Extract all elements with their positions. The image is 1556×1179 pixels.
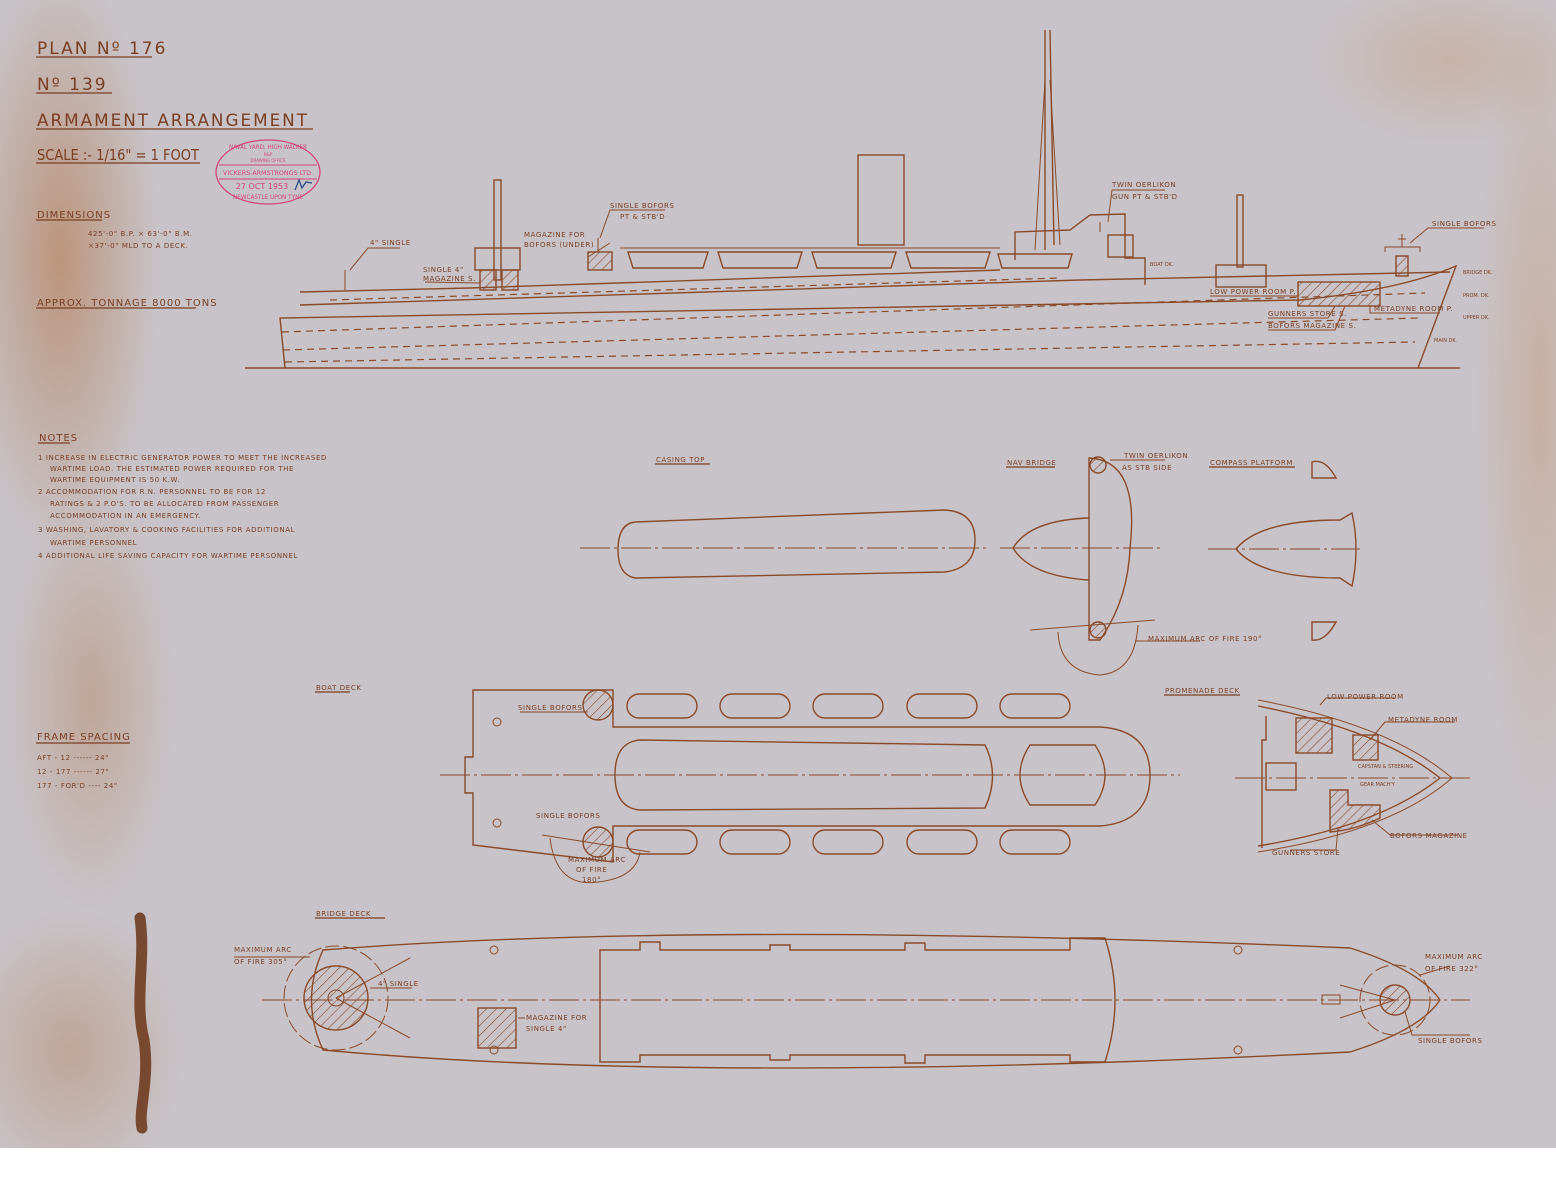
boat-deck-plan: BOAT DECK SINGLE BOFORS SINGLE BOFORS (315, 684, 1180, 884)
label-4in-single: 4" SINGLE (378, 980, 419, 988)
note-line: RATINGS & 2 P.O'S. TO BE ALLOCATED FROM … (50, 500, 279, 508)
title-block: PLAN Nº 176 Nº 139 ARMAMENT ARRANGEMENT … (36, 39, 313, 164)
casing-top-label: CASING TOP (656, 456, 705, 464)
label-single-bofors-fwd: SINGLE BOFORS (1418, 1037, 1483, 1045)
label-arc-180: 180° (582, 876, 601, 884)
label-metadyne-room: METADYNE ROOM P. (1374, 305, 1453, 313)
notes-block: NOTES 1 INCREASE IN ELECTRIC GENERATOR P… (38, 433, 327, 560)
compass-platform-label: COMPASS PLATFORM (1210, 459, 1293, 467)
label-gunners-store: GUNNERS STORE (1272, 849, 1340, 857)
drawing-scale: SCALE :- 1/16" = 1 FOOT (37, 146, 200, 164)
frame-spacing-heading: FRAME SPACING (37, 732, 131, 743)
dimensions-line: 425'-0" B.P. × 63'-0" B.M. (88, 230, 193, 238)
label-capstan-steering: GEAR MACH'Y (1360, 782, 1396, 788)
stamp-text: N&P (264, 152, 273, 157)
compass-platform-plan: COMPASS PLATFORM (1208, 459, 1360, 641)
label-arc-305: MAXIMUM ARC (234, 946, 292, 954)
drawing-title: ARMAMENT ARRANGEMENT (37, 111, 309, 131)
label-arc-322: MAXIMUM ARC (1425, 953, 1483, 961)
label-capstan-steering: CAPSTAN & STEERING (1358, 764, 1413, 770)
lifeboat-row-top (626, 693, 1071, 719)
note-line: 3 WASHING, LAVATORY & COOKING FACILITIES… (38, 526, 295, 534)
casing-top-plan: CASING TOP (580, 456, 990, 579)
label-single-bofors: SINGLE BOFORS (536, 812, 601, 820)
label-single-bofors-fwd: SINGLE BOFORS (1432, 220, 1497, 228)
bridge-deck-plan: BRIDGE DECK MAXIMUM ARC OF FIRE 305° 4" … (234, 910, 1483, 1069)
bofors-mount-bottom (582, 826, 614, 858)
vickers-armstrongs-stamp: NAVAL YARD, HIGH WALKER N&P DRAWING OFFI… (215, 139, 321, 205)
label-boat-deck: BOAT DK. (1150, 262, 1174, 268)
label-single-4-magazine: SINGLE 4" (423, 266, 464, 274)
label-arc-322: OF FIRE 322° (1425, 965, 1478, 973)
rust-streak (134, 912, 152, 1134)
nav-bridge-plan: NAV BRIDGE TWIN OERLIKON AS STB SIDE MAX… (1000, 452, 1262, 676)
label-low-power-room: LOW POWER ROOM P. (1210, 288, 1296, 296)
notes-heading: NOTES (39, 433, 78, 444)
lifeboat-row-bottom (626, 829, 1071, 855)
label-bofors-magazine: BOFORS MAGAZINE (1390, 832, 1468, 840)
stamp-text: VICKERS-ARMSTRONGS LTD. (223, 170, 313, 177)
label-twin-oerlikon-stb: AS STB SIDE (1122, 464, 1172, 472)
label-low-power-room: LOW POWER ROOM (1327, 693, 1404, 701)
label-bridge-deck: BRIDGE DK. (1463, 270, 1493, 276)
boat-deck-label: BOAT DECK (316, 684, 362, 692)
ship-side-profile: 4" SINGLE SINGLE 4" MAGAZINE S. MAGAZINE… (245, 29, 1497, 369)
label-single-bofors: SINGLE BOFORS (518, 704, 583, 712)
label-twin-oerlikon: TWIN OERLIKON (1111, 181, 1176, 189)
bofors-mount-top (582, 689, 614, 721)
nav-bridge-label: NAV BRIDGE (1007, 459, 1057, 467)
label-upper-deck: UPPER DK. (1463, 315, 1490, 321)
frame-spacing-block: FRAME SPACING AFT - 12 ------ 24" 12 - 1… (36, 732, 131, 790)
promenade-deck-label: PROMENADE DECK (1165, 687, 1240, 695)
label-magazine-bofors: BOFORS (UNDER) (524, 241, 594, 249)
label-arc-180: OF FIRE (576, 866, 607, 874)
label-twin-oerlikon: GUN PT & STB'D (1112, 193, 1178, 201)
label-4in-single: 4" SINGLE (370, 239, 411, 247)
label-arc-180: MAXIMUM ARC (568, 856, 626, 864)
label-single-4-magazine: MAGAZINE S. (423, 275, 476, 283)
label-metadyne-room: METADYNE ROOM (1388, 716, 1458, 724)
note-line: 4 ADDITIONAL LIFE SAVING CAPACITY FOR WA… (38, 552, 298, 560)
4in-magazine (477, 1007, 517, 1049)
label-arc-190: MAXIMUM ARC OF FIRE 190° (1148, 635, 1262, 643)
note-line: WARTIME PERSONNEL (50, 539, 137, 547)
stamp-text: NAVAL YARD, HIGH WALKER (229, 144, 307, 151)
drawing-number: Nº 139 (37, 75, 108, 95)
note-line: WARTIME EQUIPMENT IS 50 K.W. (50, 476, 180, 484)
dimensions-line: ×37'-0" MLD TO A DECK. (88, 242, 188, 250)
plan-number: PLAN Nº 176 (37, 39, 167, 59)
stamp-text: DRAWING OFFICE (251, 158, 286, 163)
label-main-deck: MAIN DK. (1434, 338, 1458, 344)
note-line: ACCOMMODATION IN AN EMERGENCY. (50, 512, 201, 520)
frame-spacing-row: AFT - 12 ------ 24" (37, 754, 109, 762)
dimensions-block: DIMENSIONS 425'-0" B.P. × 63'-0" B.M. ×3… (36, 210, 218, 309)
label-bofors-magazine: BOFORS MAGAZINE S. (1268, 322, 1356, 330)
note-line: 2 ACCOMMODATION FOR R.N. PERSONNEL TO BE… (38, 488, 266, 496)
label-magazine-bofors: MAGAZINE FOR (524, 231, 585, 239)
stamp-text: NEWCASTLE UPON TYNE (233, 194, 303, 201)
dimensions-heading: DIMENSIONS (37, 210, 111, 221)
drawing-sheet: PLAN Nº 176 Nº 139 ARMAMENT ARRANGEMENT … (0, 0, 1556, 1148)
note-line: 1 INCREASE IN ELECTRIC GENERATOR POWER T… (38, 454, 327, 462)
frame-spacing-row: 177 - FOR'D ---- 24" (37, 782, 118, 790)
label-gunners-store: GUNNERS STORE S. (1268, 310, 1347, 318)
label-prom-deck: PROM. DK. (1463, 293, 1490, 299)
tonnage: APPROX. TONNAGE 8000 TONS (37, 298, 218, 309)
label-single-bofors: SINGLE BOFORS (610, 202, 675, 210)
label-single-bofors: PT & STB'D (620, 213, 665, 221)
stamp-date: 27 OCT 1953 (236, 182, 288, 191)
label-magazine-single-4: SINGLE 4" (526, 1025, 567, 1033)
promenade-deck-plan: PROMENADE DECK LOW POWER ROOM METADYNE R… (1164, 687, 1470, 857)
label-arc-305: OF FIRE 305° (234, 958, 287, 966)
bridge-deck-label: BRIDGE DECK (316, 910, 371, 918)
frame-spacing-row: 12 - 177 ------ 27" (37, 768, 109, 776)
label-magazine-single-4: MAGAZINE FOR (526, 1014, 587, 1022)
label-twin-oerlikon-stb: TWIN OERLIKON (1123, 452, 1188, 460)
note-line: WARTIME LOAD. THE ESTIMATED POWER REQUIR… (50, 465, 294, 473)
